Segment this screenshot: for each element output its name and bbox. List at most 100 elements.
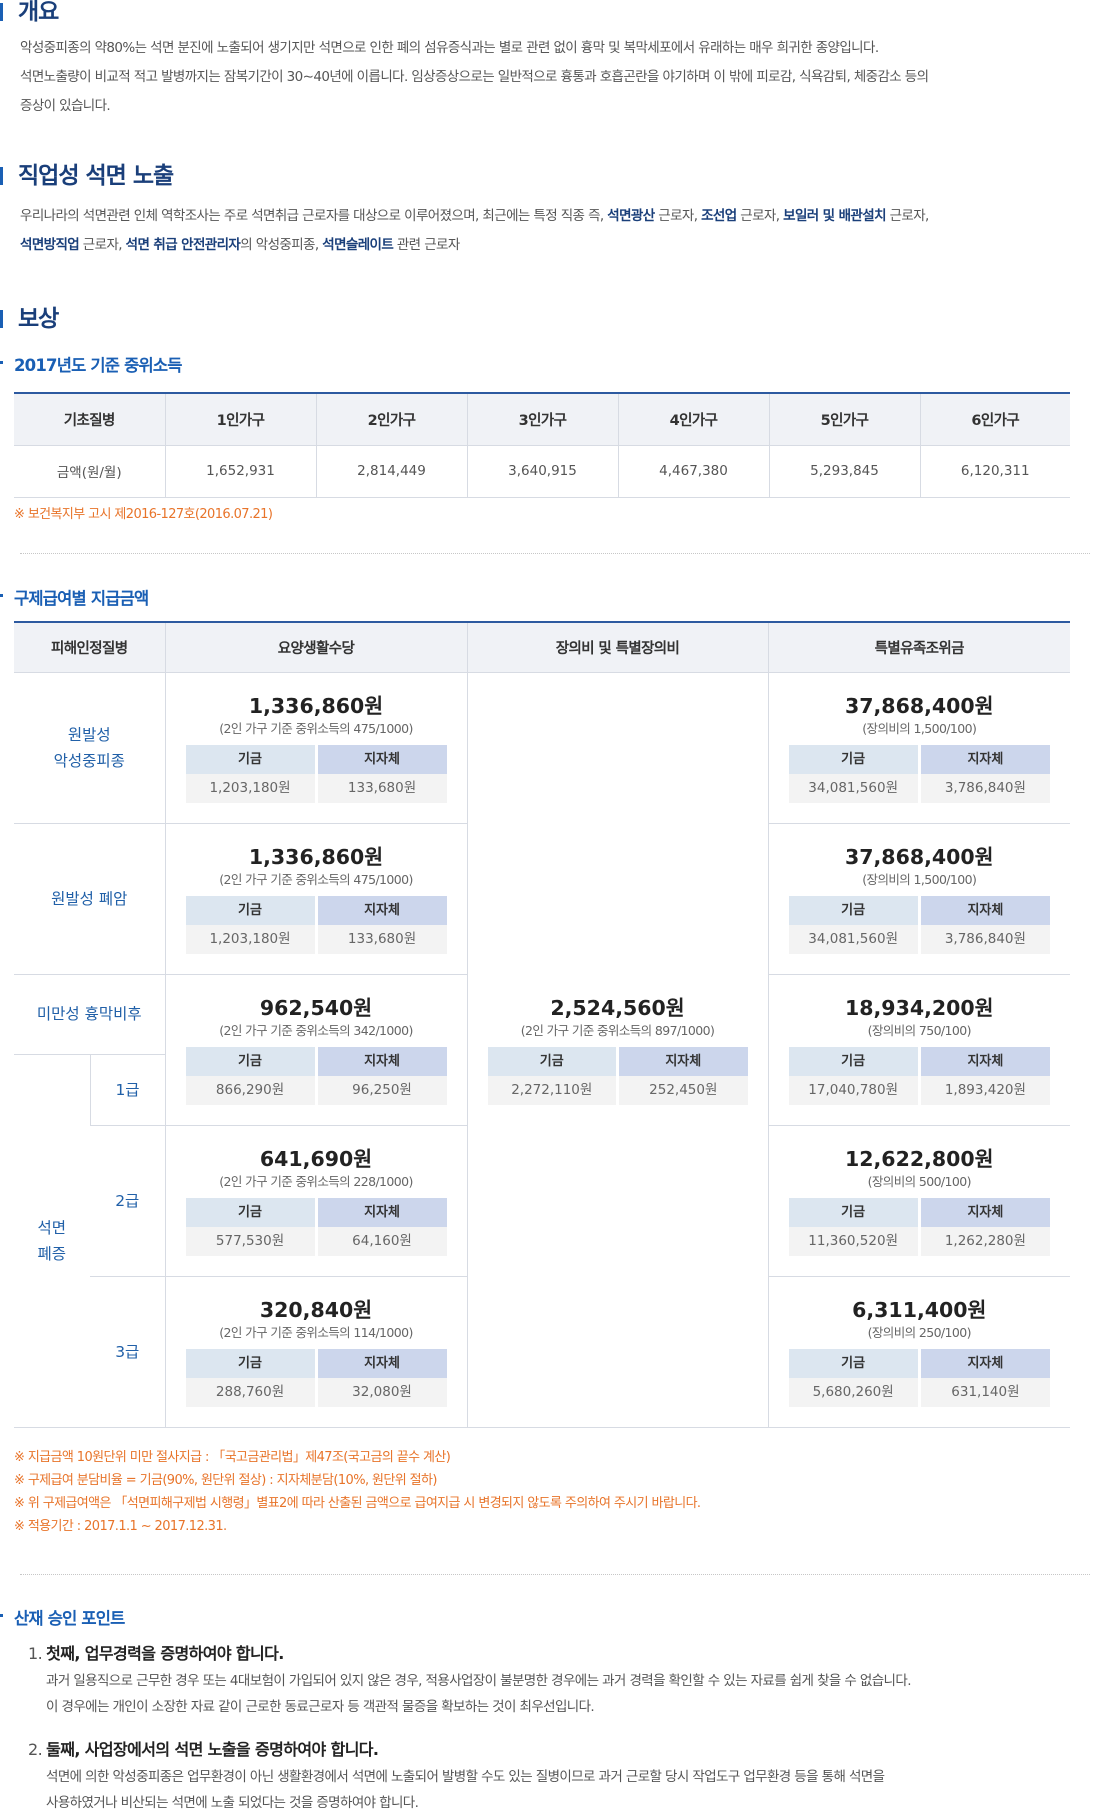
table-row: 석면 폐증 1급 xyxy=(14,1054,1070,1428)
approval-list: 1.첫째, 업무경력을 증명하여야 합니다. 과거 일용직으로 근무한 경우 또… xyxy=(28,1628,1088,1815)
fund-label: 기금 xyxy=(788,1348,918,1378)
highlight: 석면광산 xyxy=(607,208,655,224)
table-header: 피해인정질병 xyxy=(14,622,166,673)
table-header: 요양생활수당 xyxy=(164,622,468,673)
text: 근로자, xyxy=(885,208,930,224)
table-header: 4인가구 xyxy=(617,393,769,446)
overview-line: 증상이 있습니다. xyxy=(20,98,111,114)
fund-value: 288,760원 xyxy=(185,1377,315,1407)
table-row: 금액(원/월) 1,652,931 2,814,449 3,640,915 4,… xyxy=(14,445,1070,498)
table-cell: 2,814,449 xyxy=(315,445,467,498)
fund-label: 기금 xyxy=(788,895,918,925)
table-cell: 6,120,311 xyxy=(919,445,1070,498)
table-row: 2급 641,690원 (2인 가구 기준 중위소득의 228/1000) 기금… xyxy=(14,1125,1071,1277)
divider xyxy=(20,1574,1090,1575)
table-header: 6인가구 xyxy=(919,393,1070,446)
disease-asbestosis: 석면 폐증 xyxy=(14,1054,90,1428)
local-value: 631,140원 xyxy=(920,1377,1051,1407)
table-cell: 5,293,845 xyxy=(768,445,920,498)
local-label: 지자체 xyxy=(619,1046,748,1076)
amount: 1,336,860원 xyxy=(248,844,384,869)
amount: 12,622,800원 xyxy=(844,1146,994,1171)
fund-value: 11,360,520원 xyxy=(788,1226,918,1256)
highlight: 석면방직업 xyxy=(20,237,80,253)
section-title-overview: 개요 xyxy=(0,0,1090,26)
grade-2: 2급 xyxy=(90,1125,166,1277)
text: 근로자, xyxy=(654,208,702,224)
text: 관련 근로자 xyxy=(393,237,460,253)
basis: (2인 가구 기준 중위소득의 114/1000) xyxy=(219,1324,413,1340)
table-header: 장의비 및 특별장의비 xyxy=(466,622,769,673)
amount: 37,868,400원 xyxy=(844,693,994,718)
grade-1: 1급 xyxy=(89,1054,166,1126)
fund-label: 기금 xyxy=(185,1348,315,1378)
amount: 18,934,200원 xyxy=(844,995,994,1020)
table-row: 원발성 악성중피종 1,336,860원 (2인 가구 기준 중위소득의 475… xyxy=(14,672,1071,1428)
subtitle-relief-benefits: 구제급여별 지급금액 xyxy=(0,585,149,609)
list-number: 2. xyxy=(28,1740,43,1759)
local-label: 지자체 xyxy=(317,1046,447,1076)
local-value: 133,680원 xyxy=(317,924,447,954)
fund-label: 기금 xyxy=(185,1197,315,1227)
fund-label: 기금 xyxy=(185,895,315,925)
local-value: 1,893,420원 xyxy=(920,1075,1051,1105)
table-cell: 1,652,931 xyxy=(164,445,316,498)
fund-label: 기금 xyxy=(788,744,918,774)
disease-mesothelioma: 원발성 악성중피종 xyxy=(14,672,166,824)
text: 근로자, xyxy=(79,237,126,253)
basis: (장의비의 500/100) xyxy=(867,1173,972,1189)
amount: 2,524,560원 xyxy=(550,995,685,1020)
highlight: 조선업 xyxy=(701,208,737,224)
note-line: ※ 구제급여 분담비율 = 기금(90%, 원단위 절상) : 지자체분담(10… xyxy=(14,1473,437,1488)
local-label: 지자체 xyxy=(920,1197,1051,1227)
list-item-text: 석면에 의한 악성중피종은 업무환경이 아닌 생활환경에서 석면에 노출되어 발… xyxy=(46,1769,885,1785)
fund-value: 34,081,560원 xyxy=(788,924,918,954)
fund-value: 1,203,180원 xyxy=(185,773,315,803)
local-value: 64,160원 xyxy=(317,1226,447,1256)
fund-label: 기금 xyxy=(185,744,315,774)
table-header: 5인가구 xyxy=(768,393,920,446)
amount: 6,311,400원 xyxy=(852,1297,987,1322)
list-number: 1. xyxy=(28,1644,43,1663)
fund-value: 1,203,180원 xyxy=(185,924,315,954)
local-value: 252,450원 xyxy=(619,1075,748,1105)
income-note: ※ 보건복지부 고시 제2016-127호(2016.07.21) xyxy=(14,507,273,522)
local-value: 133,680원 xyxy=(317,773,447,803)
list-item-title: 둘째, 사업장에서의 석면 노출을 증명하여야 합니다. xyxy=(46,1740,379,1759)
overview-line: 악성중피종의 약80%는 석면 분진에 노출되어 생기지만 석면으로 인한 폐의… xyxy=(20,40,879,56)
basis: (2인 가구 기준 중위소득의 475/1000) xyxy=(219,871,413,887)
local-value: 32,080원 xyxy=(317,1377,447,1407)
disease-pleural-thickening: 미만성 흉막비후 xyxy=(14,974,166,1055)
subtitle-median-income: 2017년도 기준 중위소득 xyxy=(0,352,182,376)
table-row: 원발성 폐암 1,336,860원 (2인 가구 기준 중위소득의 475/10… xyxy=(14,823,1071,975)
local-label: 지자체 xyxy=(317,895,447,925)
section-title-compensation: 보상 xyxy=(0,305,1090,333)
local-label: 지자체 xyxy=(920,1348,1051,1378)
list-item-text: 사용하였거나 비산되는 석면에 노출 되었다는 것을 증명하여야 합니다. xyxy=(46,1795,419,1811)
table-cell: 3,640,915 xyxy=(466,445,618,498)
local-label: 지자체 xyxy=(920,1046,1051,1076)
table-cell: 금액(원/월) xyxy=(14,445,165,498)
table-header: 기초질병 xyxy=(14,393,165,446)
fund-label: 기금 xyxy=(487,1046,617,1076)
text: 근로자, xyxy=(736,208,784,224)
fund-label: 기금 xyxy=(185,1046,315,1076)
fund-value: 866,290원 xyxy=(185,1075,315,1105)
list-item-text: 이 경우에는 개인이 소장한 자료 같이 근로한 동료근로자 등 객관적 물증을… xyxy=(46,1699,595,1715)
note-line: ※ 지급금액 10원단위 미만 절사지급 : 「국고금관리법」제47조(국고금의… xyxy=(14,1450,451,1465)
fund-value: 2,272,110원 xyxy=(487,1075,617,1105)
table-header-row: 피해인정질병 요양생활수당 장의비 및 특별장의비 특별유족조위금 xyxy=(14,622,1071,673)
local-value: 3,786,840원 xyxy=(920,773,1051,803)
basis: (2인 가구 기준 중위소득의 228/1000) xyxy=(219,1173,413,1189)
list-item-text: 과거 일용직으로 근무한 경우 또는 4대보험이 가입되어 있지 않은 경우, … xyxy=(46,1673,911,1689)
local-label: 지자체 xyxy=(920,744,1051,774)
text: 의 악성중피종, xyxy=(240,237,323,253)
overview-line: 석면노출량이 비교적 적고 발병까지는 잠복기간이 30∼40년에 이릅니다. … xyxy=(20,69,929,85)
disease-lung-cancer: 원발성 폐암 xyxy=(14,823,166,975)
